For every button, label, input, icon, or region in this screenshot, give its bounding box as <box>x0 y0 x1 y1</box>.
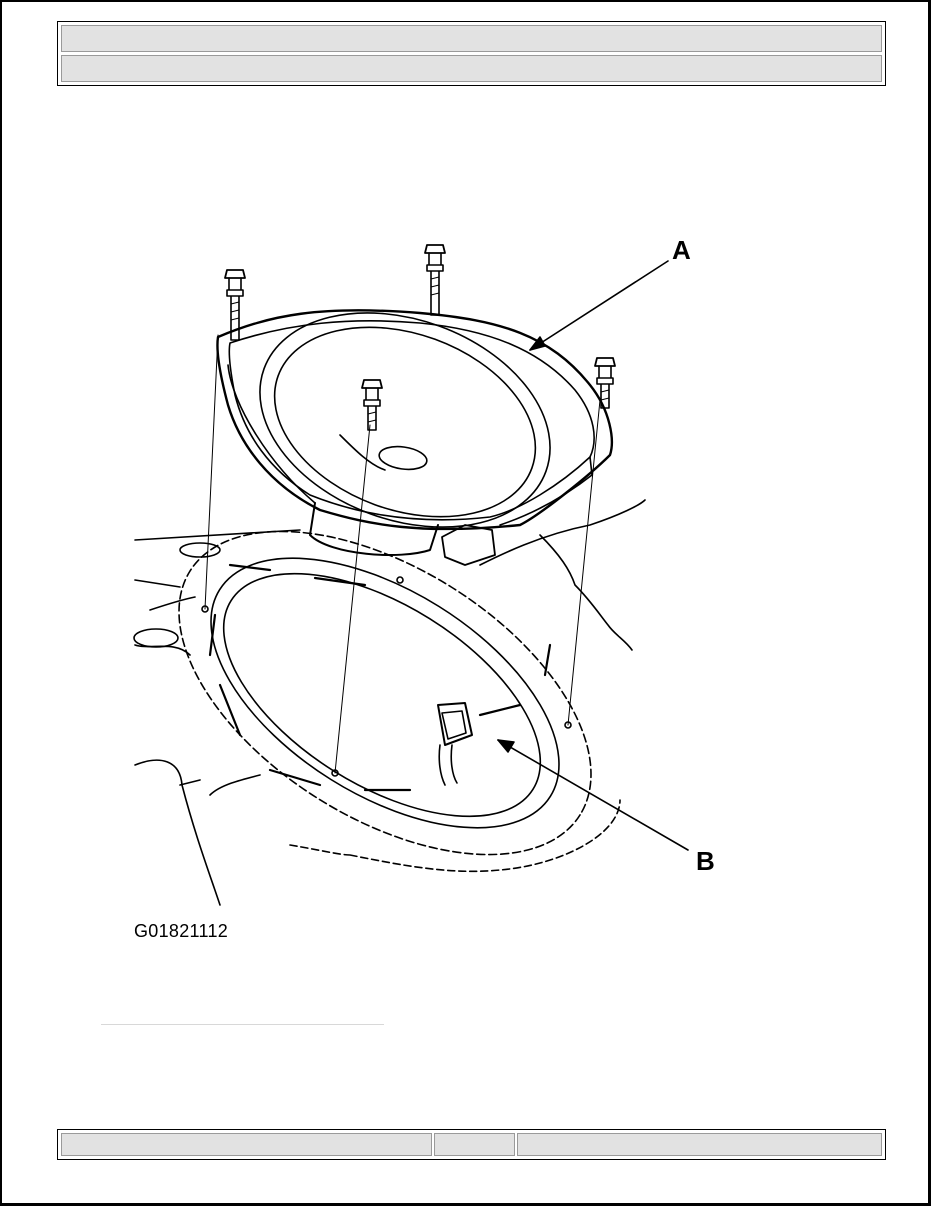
page-header <box>57 21 886 86</box>
bolt-center <box>361 379 383 431</box>
speaker-connector <box>441 524 496 566</box>
mounting-hole <box>396 576 404 584</box>
wire-connector <box>437 702 473 786</box>
alignment-lines <box>204 334 601 774</box>
arrow-b-leader <box>497 739 689 851</box>
panel-lower <box>289 799 621 873</box>
panel-detail <box>179 774 261 796</box>
flange-slots <box>208 563 552 792</box>
page-footer <box>57 1129 886 1160</box>
mounting-opening <box>222 572 542 818</box>
figure-id: G01821112 <box>134 921 229 941</box>
speaker-frame-rim <box>228 320 595 521</box>
bolt-top <box>424 244 446 316</box>
panel-outline <box>134 529 301 611</box>
panel-hole-top <box>179 542 221 558</box>
speaker-magnet <box>309 502 439 556</box>
speaker-frame-depth <box>227 364 593 526</box>
speaker-illustration: A B <box>133 235 715 906</box>
footer-right-cell <box>517 1133 882 1156</box>
cone-highlight <box>339 434 386 471</box>
callout-b: B <box>696 846 715 876</box>
mounting-flange-ring <box>210 557 560 829</box>
arrow-a-leader <box>529 260 669 351</box>
callout-a: A <box>672 235 691 265</box>
speaker-cone-inner <box>273 326 537 518</box>
header-title-bar <box>61 25 882 52</box>
arrow-a-head <box>529 336 546 351</box>
footer-middle-cell <box>434 1133 515 1156</box>
arrow-b-head <box>497 739 515 753</box>
footnote-separator <box>101 1024 384 1025</box>
panel-edge-left <box>134 644 221 906</box>
bolt-left <box>224 269 246 341</box>
panel-hole-left <box>133 628 179 648</box>
header-subtitle-bar <box>61 55 882 82</box>
speaker-removal-figure: A B <box>120 225 760 915</box>
speaker-dust-cap <box>378 445 428 471</box>
footer-left-cell <box>61 1133 432 1156</box>
bolt-right <box>594 357 616 409</box>
speaker-cone-outer <box>259 312 551 528</box>
mounting-flange-outer <box>178 530 592 856</box>
cutaway-lines <box>479 499 646 651</box>
speaker-frame <box>216 309 613 531</box>
